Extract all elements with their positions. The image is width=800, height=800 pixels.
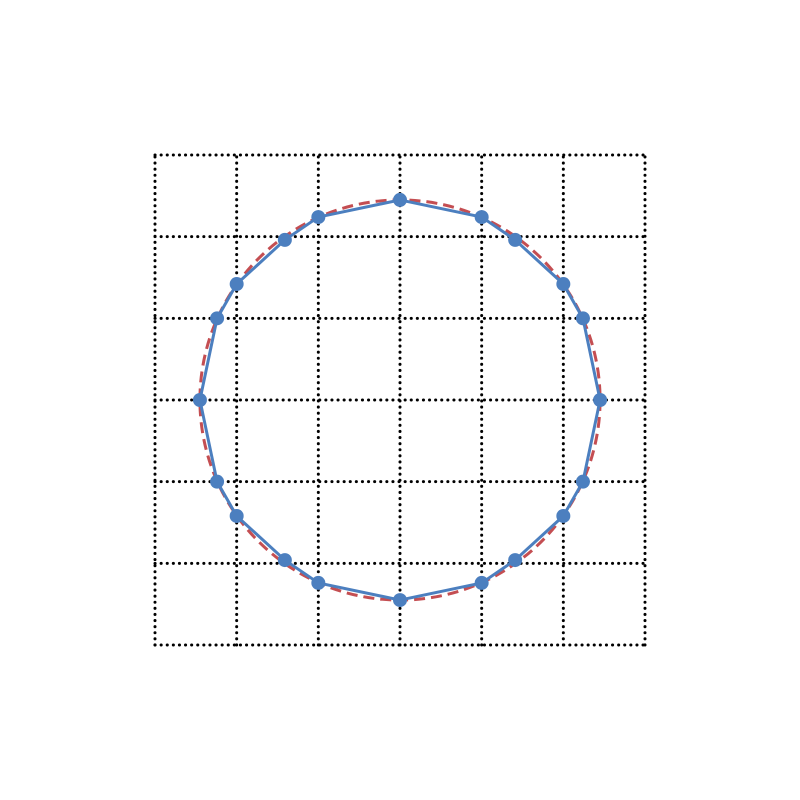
polygon-vertex-point: [277, 232, 292, 247]
polygon-vertex-point: [192, 393, 207, 407]
polygon-vertex-point: [575, 311, 590, 326]
polygon-vertex-point: [393, 192, 407, 207]
points-layer: [192, 192, 608, 608]
polygon-vertex-point: [593, 393, 608, 407]
polygon-vertex-point: [556, 508, 571, 523]
polygon-vertex-point: [393, 593, 407, 608]
polygon-vertex-point: [229, 277, 244, 292]
polygon-vertex-point: [277, 553, 292, 568]
polygon-vertex-point: [474, 210, 489, 225]
polygon-vertex-point: [229, 508, 244, 523]
polygon-vertex-point: [474, 575, 489, 590]
polygon-vertex-point: [210, 474, 225, 489]
polygon-vertex-point: [210, 311, 225, 326]
polygon-vertex-point: [508, 232, 523, 247]
polygon-vertex-point: [556, 277, 571, 292]
polygon-vertex-point: [575, 474, 590, 489]
grid-layer: [153, 153, 647, 647]
polygon-vertex-point: [508, 553, 523, 568]
polygon-vertex-point: [311, 210, 326, 225]
polygon-vertex-point: [311, 575, 326, 590]
